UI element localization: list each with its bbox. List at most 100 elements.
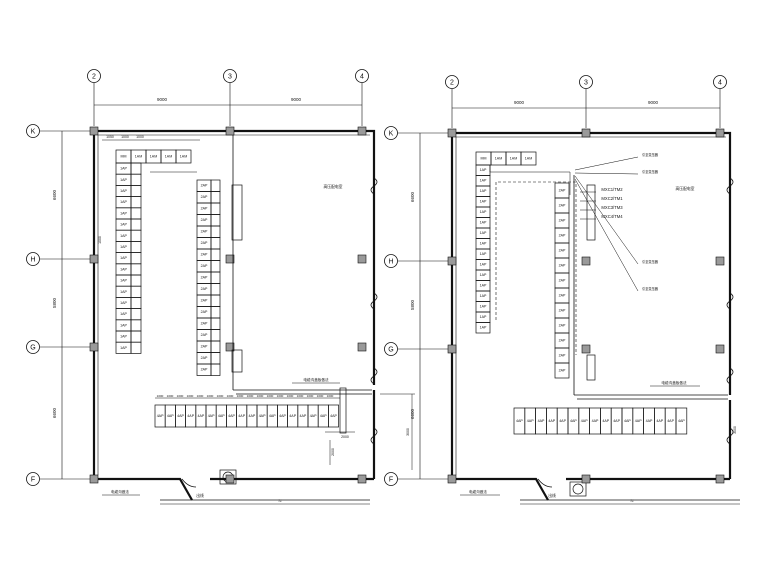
structural-column (225, 342, 235, 352)
grid-col-4-label: 4 (360, 73, 364, 80)
door-swing-2 (370, 292, 378, 310)
grid-row-H-circle (26, 252, 40, 266)
cabinet-row-bottom-label: 4AP (218, 414, 225, 418)
cabinet-col-1b (130, 241, 142, 253)
cabinet-col-1-label: 1AP (120, 245, 127, 249)
cabinet-row-top-label: 1AM (135, 154, 142, 158)
cable-route-solid (489, 165, 571, 195)
dimension-cell: 1000 (157, 394, 164, 398)
cabinet-row-top-label: 1AM (165, 154, 172, 158)
cabinet-row-bottom-label: 4AP (527, 419, 534, 423)
equipment-panel (231, 349, 243, 373)
cabinet-col-1-label: 1AP (480, 231, 487, 235)
cabinet-row-top-label: MM (121, 154, 127, 158)
cabinet-col-1b (130, 252, 142, 265)
cabinet-col-2-label: 2AP (201, 310, 208, 314)
dimension-cell: 1000 (267, 394, 274, 398)
cabinet-row-bottom-label: 4AP (559, 419, 566, 423)
grid-col-4-label: 4 (718, 79, 722, 86)
cabinet-col-2-label: 2AP (559, 308, 566, 312)
cabinet-row-bottom-label: 4AP (167, 414, 174, 418)
dimension-top-2: 9000 (291, 97, 302, 102)
dimension-cell: 1000 (167, 394, 174, 398)
dimension-mid: 2000 (341, 435, 349, 439)
note-leader (574, 178, 639, 292)
cabinet-row-bottom-label: 4AP (259, 414, 266, 418)
cabinet-col-1-label: 1AP (480, 168, 487, 172)
cabinet-col-1b (130, 162, 142, 175)
cabinet-row-bottom-label: 4AP (516, 419, 523, 423)
structural-column (715, 344, 725, 354)
cabinet-row-bottom-label: 4AP (300, 414, 307, 418)
cabinet-row-top (175, 149, 192, 164)
entrance-door (181, 478, 197, 488)
dimension-cell: 1000 (257, 394, 264, 398)
cabinet-col-2-label: 2AP (201, 253, 208, 257)
structural-column (447, 474, 457, 484)
note-label-2: 引至变压器 (642, 169, 659, 174)
cabinet-col-1-label: 1AP (120, 256, 127, 260)
grid-col-2-circle (87, 69, 101, 83)
door-swing-4 (726, 427, 734, 445)
grid-col-4-circle (713, 75, 727, 89)
cabinet-col-2b (210, 202, 221, 215)
cabinet-row-bottom-label: 4AP (198, 414, 205, 418)
structural-column (357, 126, 367, 136)
cabinet-col-2-label: 2AP (201, 299, 208, 303)
cabinet-col-1-label: 1AP (120, 167, 127, 171)
dimension-cell: 1000 (207, 394, 214, 398)
cabinet-row-bottom-label: 4AP (581, 419, 588, 423)
outer-label: 电缆沟做法 (469, 489, 487, 494)
break-mark: ≈ (630, 499, 634, 505)
cabinet-row-top-label: 1AM (525, 156, 532, 160)
cabinet-row-bottom-label: 4AP (602, 419, 609, 423)
cabinet-col-1-label: 1AP (480, 179, 487, 183)
cabinet-col-2b (210, 363, 221, 376)
structural-column (447, 128, 457, 138)
cabinet-row-bottom-label: 4AP (330, 414, 337, 418)
dimension-cell: 1000 (287, 394, 294, 398)
cabinet-row-bottom-label: 4AP (289, 414, 296, 418)
grid-col-3-circle (579, 75, 593, 89)
cabinet-col-2b (210, 317, 221, 330)
dimension-side-b: 3000 (733, 426, 737, 434)
cabinet-row-bottom-label: 4AP (279, 414, 286, 418)
equipment-panel (586, 354, 596, 381)
door-label: 出线 (196, 493, 204, 498)
cabinet-row-top (520, 151, 537, 166)
cable-route (495, 181, 577, 355)
cabinet-col-2-label: 2AP (201, 207, 208, 211)
cabinet-col-2-label: 2AP (201, 356, 208, 360)
dimension-cell: 1000 (307, 394, 314, 398)
cabinet-col-1-label: 1AP (480, 263, 487, 267)
cabinet-col-2-label: 2AP (201, 345, 208, 349)
cabinet-row-bottom-label: 4AP (187, 414, 194, 418)
cabinet-col-1b (130, 196, 142, 209)
cabinet-row-top-label: 1AM (510, 156, 517, 160)
cabinet-col-1-label: 1AP (480, 189, 487, 193)
cabinet-col-1-label: 1AP (480, 294, 487, 298)
transformer-symbol (569, 481, 587, 497)
cabinet-col-2-label: 2AP (559, 293, 566, 297)
cabinet-col-1-label: 1AP (480, 326, 487, 330)
structural-column (357, 254, 367, 264)
cabinet-col-2-label: 2AP (201, 264, 208, 268)
exterior-wall (94, 129, 376, 385)
cabinet-col-1-label: 1AP (480, 252, 487, 256)
cabinet-col-1b (130, 330, 142, 343)
cabinet-col-1 (475, 322, 491, 334)
grid-row-G-circle (384, 342, 398, 356)
grid-row-F-circle (26, 472, 40, 486)
cabinet-col-1-label: 1AP (120, 267, 127, 271)
note-leader (574, 156, 639, 171)
callout-label-4: MXC4/TM4 (601, 214, 623, 219)
dimension-side: 1000 (98, 236, 102, 244)
cabinet-col-2b (210, 306, 221, 319)
cabinet-col-2-label: 2AP (559, 353, 566, 357)
cabinet-col-2b (210, 329, 221, 342)
exterior-wall (92, 131, 193, 501)
grid-row-G-label: G (30, 344, 35, 351)
cabinet-row-bottom-label: 4AP (635, 419, 642, 423)
